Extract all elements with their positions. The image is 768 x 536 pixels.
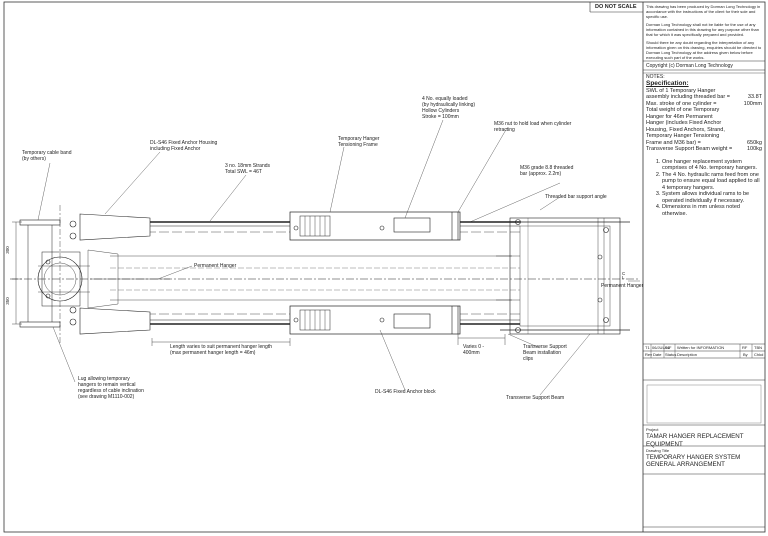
disclaimer-block: This drawing has been produced by Dorman… (646, 4, 762, 60)
disclaimer-line: Dorman Long Technology shall not be liab… (646, 22, 759, 37)
rev-cell: INF (665, 345, 672, 350)
drawing-title-line1: TEMPORARY HANGER SYSTEM (646, 454, 741, 461)
revision-header: Rev Date Status Description By Chkd (644, 352, 765, 358)
rev-header-cell: Status (665, 352, 677, 357)
spec-label: SWL of 1 Temporary Hanger assembly inclu… (646, 87, 730, 101)
callout-tensioning-frame: Temporary Hanger Tensioning Frame (338, 136, 380, 148)
drawing-title-line2: GENERAL ARRANGEMENT (646, 461, 725, 468)
general-arrangement-drawing (10, 119, 640, 396)
callout-cable-band: Temporary cable band (by others) (22, 150, 72, 162)
callout-permanent-hanger-right: Permanent Hanger (601, 283, 644, 289)
sheet-border (3, 1, 766, 533)
dimension-varies: Varies 0 - 400mm (463, 344, 485, 356)
callout-permanent-hanger: Permanent Hanger (194, 263, 237, 269)
specification-heading: Specification: (646, 80, 689, 87)
callout-m36-bar: M36 grade 8.8 threaded bar (approx. 2.2m… (520, 165, 574, 177)
do-not-scale-stamp: DO NOT SCALE (595, 4, 637, 10)
dimension-300: 300 (4, 246, 10, 254)
rev-header-cell: Date (653, 352, 662, 357)
spec-value: 650kg (747, 139, 762, 146)
specification-block: Specification: SWL of 1 Temporary Hanger… (646, 80, 762, 217)
notes-list: One hanger replacement system comprises … (646, 159, 762, 218)
spec-value: 33.8T (747, 94, 762, 100)
spec-label: Max. stroke of one cylinder = (646, 100, 717, 107)
callout-strands: 3 no. 18mm Strands Total SWL = 46T (225, 163, 271, 175)
disclaimer-line: This drawing has been produced by Dorman… (646, 4, 761, 19)
disclaimer-line: Should there be any doubt regarding the … (646, 40, 762, 60)
project-label: Project (646, 427, 659, 432)
note-item: The 4 No. hydraulic rams feed from one p… (662, 172, 762, 192)
callout-fixed-anchor-housing: DL-S46 Fixed Anchor Housing including Fi… (150, 140, 218, 152)
centreline-symbol: C L (622, 271, 626, 280)
callout-support-beam: Transverse Support Beam (506, 395, 565, 401)
note-item: System allows individual rams to be oper… (662, 191, 762, 204)
rev-header-cell: Chkd (754, 352, 764, 357)
rev-cell: TBN (754, 345, 762, 350)
spec-value: 100kg (747, 146, 762, 152)
notes-heading: NOTES: (646, 74, 665, 80)
client-logo-box (646, 384, 762, 424)
callout-hollow-cylinders: 4 No. equally loaded (by hydraulically l… (422, 96, 476, 120)
callout-beam-clips: Transverse Support Beam installation cli… (523, 344, 567, 362)
rev-header-cell: Description (677, 352, 698, 357)
spec-label: Transverse Support Beam weight = (646, 146, 733, 152)
rev-header-cell: Rev (645, 352, 653, 357)
rev-cell: 06/JUL/11 (652, 345, 670, 350)
rev-header-cell: By (743, 352, 748, 357)
note-item: One hanger replacement system comprises … (662, 159, 762, 172)
drawing-title-label: Drawing Title (646, 448, 670, 453)
callout-lug: Lug allowing temporary hangers to remain… (78, 376, 144, 400)
rev-cell: T1 (645, 345, 650, 350)
dimension-350: 350 (4, 297, 10, 305)
rev-cell: RF (742, 345, 748, 350)
spec-value: 100mm (743, 100, 762, 107)
rev-cell: Written for INFORMATION (677, 345, 725, 350)
callout-threaded-bar-angle: Threaded bar support angle (545, 194, 607, 200)
copyright-text: Copyright (c) Dorman Long Technology (646, 63, 733, 69)
spec-label: Total weight of one Temporary Hanger for… (646, 107, 725, 146)
dimension-length-varies: Length varies to suit permanent hanger l… (170, 344, 273, 356)
callout-m36-nut: M36 nut to hold load when cylinder retra… (494, 121, 572, 133)
callout-anchor-block: DL-S46 Fixed Anchor block (375, 389, 436, 395)
revision-row: T1 06/JUL/11 INF Written for INFORMATION… (644, 345, 765, 351)
project-title: TAMAR HANGER REPLACEMENT EQUIPMENT (646, 433, 744, 448)
note-item: Dimensions in mm unless noted otherwise. (662, 204, 762, 217)
